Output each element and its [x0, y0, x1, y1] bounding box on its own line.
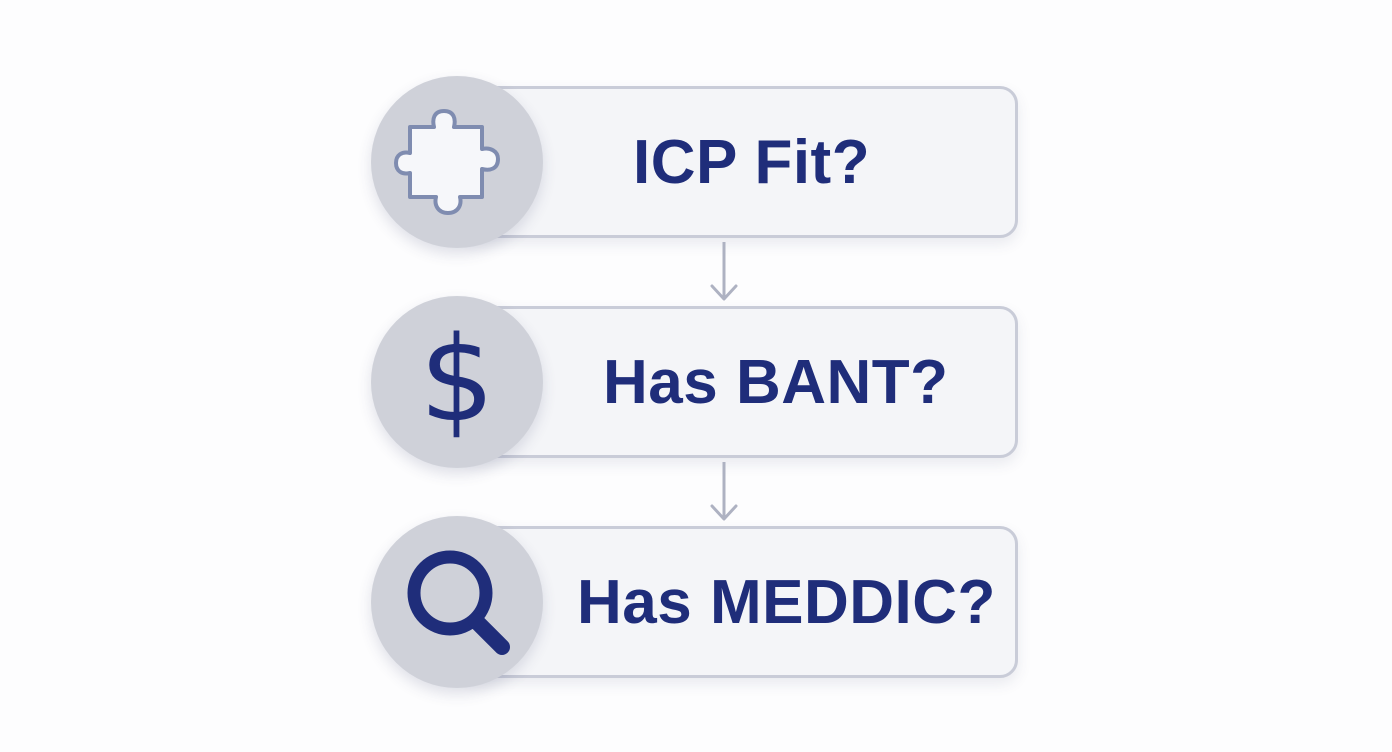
step-icon-circle-icp-fit — [371, 76, 543, 248]
arrow-down-connector-2 — [710, 462, 738, 521]
step-icon-circle-has-meddic — [371, 516, 543, 688]
dollar-sign-icon: $ — [419, 310, 495, 448]
step-icon-circle-has-bant: $ — [371, 296, 543, 468]
step-card-icp-fit: ICP Fit? — [462, 86, 1018, 238]
step-card-has-meddic: Has MEDDIC? — [462, 526, 1018, 678]
step-label-has-meddic: Has MEDDIC? — [577, 567, 996, 637]
magnifying-glass-icon — [407, 550, 510, 655]
arrow-down-connector-1 — [710, 242, 738, 301]
step-label-has-bant: Has BANT? — [603, 347, 949, 417]
step-label-icp-fit: ICP Fit? — [633, 127, 871, 197]
puzzle-piece-icon — [394, 109, 500, 215]
step-card-has-bant: Has BANT? — [462, 306, 1018, 458]
